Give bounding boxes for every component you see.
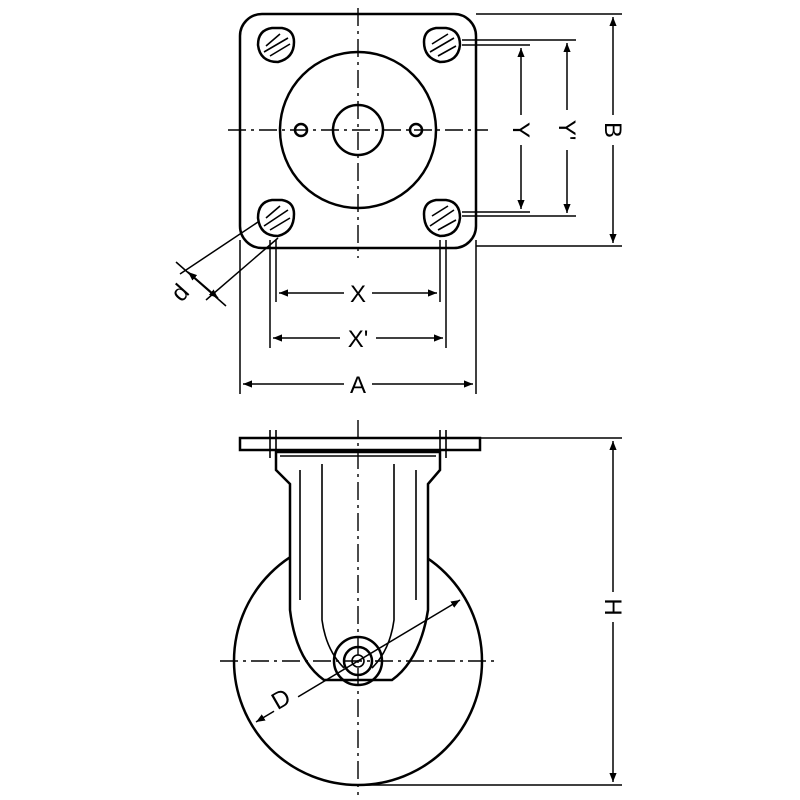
- mount-slot-top-left: [256, 26, 296, 64]
- dim-y-prime-label: Y': [553, 120, 580, 141]
- mount-slot-bottom-right: [422, 198, 462, 238]
- top-view: [228, 8, 488, 258]
- dim-h-label: H: [599, 598, 626, 615]
- side-top-plate: [238, 436, 482, 452]
- dim-x-prime-label: X': [348, 326, 369, 353]
- dim-b-label: B: [599, 122, 626, 138]
- side-view: [220, 420, 496, 795]
- dimensions-side: H D: [255, 437, 626, 786]
- dim-a-label: A: [350, 372, 366, 399]
- mount-slot-top-right: [422, 26, 462, 64]
- dim-x-label: X: [350, 281, 366, 308]
- mount-slot-bottom-left: [256, 198, 296, 238]
- dim-d-hole-label: d: [166, 279, 195, 307]
- dimensions-top: X X' A Y Y' B d: [166, 13, 626, 399]
- dim-y-label: Y: [507, 122, 534, 138]
